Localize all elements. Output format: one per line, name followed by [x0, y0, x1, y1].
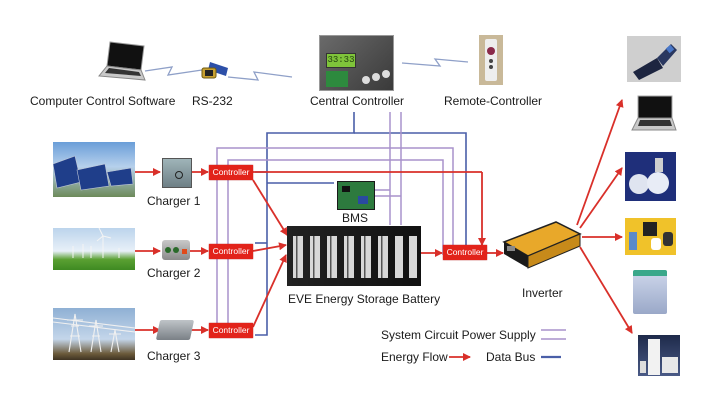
charger-1-image [162, 158, 192, 188]
central-controller-label: Central Controller [310, 94, 405, 108]
laptop-image [95, 38, 150, 88]
load-air-conditioner [638, 335, 680, 376]
controller-display: 33:33 [326, 53, 356, 68]
legend-marks [449, 329, 566, 361]
rs232-label: RS-232 [192, 94, 233, 108]
rs232-connector-image [200, 60, 230, 82]
inverter-label: Inverter [522, 286, 563, 300]
power-supply-lines [216, 112, 454, 324]
bms-board-image [337, 181, 375, 210]
bms-label: BMS [342, 211, 369, 225]
power-grid-image [53, 308, 135, 360]
inverter-image [502, 220, 582, 270]
load-light-bulbs [625, 152, 676, 201]
controller-2: Controller [209, 244, 253, 259]
battery-label: EVE Energy Storage Battery [288, 292, 441, 306]
charger-2-image [162, 240, 190, 260]
charger-3-label: Charger 3 [147, 349, 201, 363]
charger-3-image [155, 320, 195, 340]
serial-link-lines [144, 58, 469, 81]
remote-controller-image [479, 35, 503, 85]
legend-energy-flow-label: Energy Flow [381, 350, 448, 364]
computer-control-software-label: Computer Control Software [30, 94, 176, 108]
remote-controller-label: Remote-Controller [444, 94, 543, 108]
energy-flow-lines [135, 99, 633, 334]
controller-1: Controller [209, 165, 253, 180]
charger-2-label: Charger 2 [147, 266, 201, 280]
battery-image [287, 226, 421, 286]
charger-1-label: Charger 1 [147, 194, 201, 208]
solar-panel-image [53, 142, 135, 197]
load-mobile-phone [627, 36, 681, 82]
load-laptop [628, 94, 678, 136]
legend-data-bus-label: Data Bus [486, 350, 536, 364]
wind-turbine-image [53, 228, 135, 270]
output-controller: Controller [443, 245, 487, 260]
controller-3: Controller [209, 323, 253, 338]
legend-power-supply-label: System Circuit Power Supply [381, 328, 536, 342]
load-home-appliances [625, 218, 676, 255]
load-washing-machine [633, 270, 667, 314]
central-controller-image: 33:33 [319, 35, 394, 91]
